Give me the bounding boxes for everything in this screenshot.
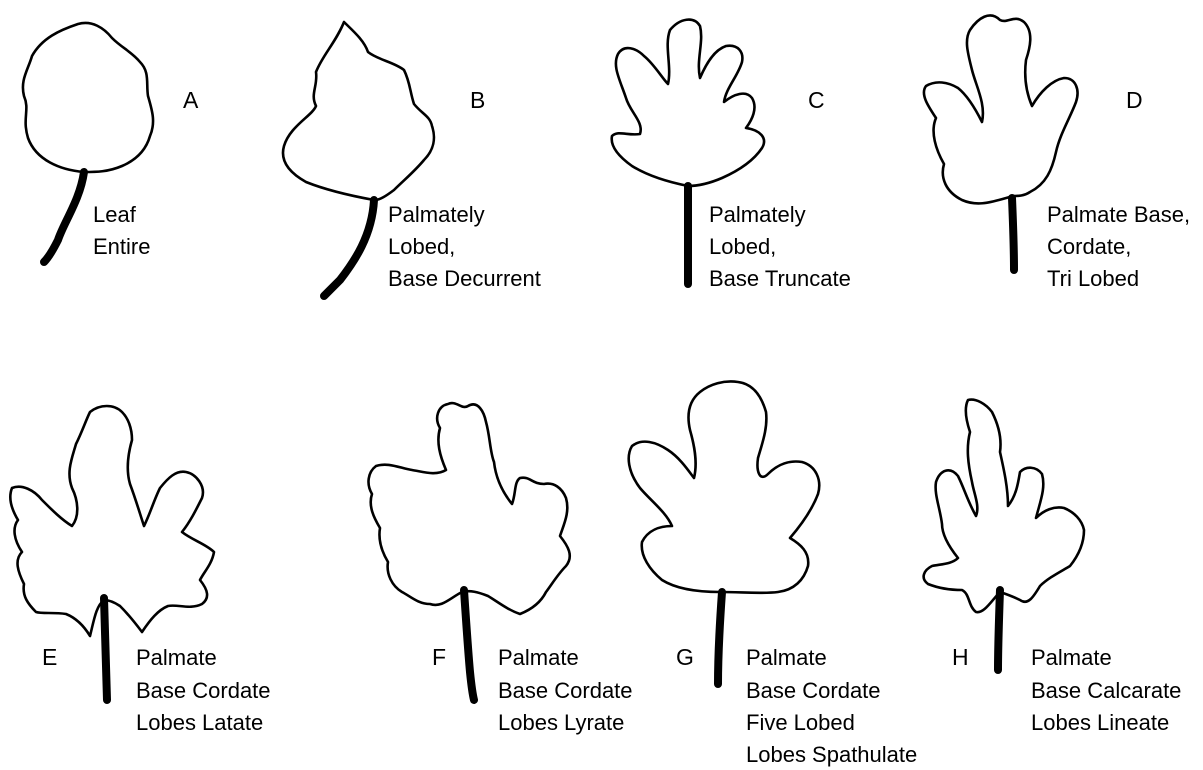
panel-a: A Leaf Entire bbox=[23, 23, 199, 262]
panel-caption-c: Palmately Lobed, Base Truncate bbox=[709, 202, 851, 291]
caption-line: Lobes Lyrate bbox=[498, 710, 624, 735]
panel-letter-e: E bbox=[42, 644, 57, 670]
caption-line: Palmately bbox=[388, 202, 485, 227]
leaf-outline-c bbox=[612, 20, 764, 186]
caption-line: Palmate bbox=[498, 645, 579, 670]
leaf-stem-e bbox=[104, 598, 107, 700]
caption-line: Base Cordate bbox=[498, 678, 633, 703]
panel-d: D Palmate Base, Cordate, Tri Lobed bbox=[924, 15, 1196, 291]
caption-line: Palmate bbox=[746, 645, 827, 670]
panel-letter-g: G bbox=[676, 644, 694, 670]
caption-line: Tri Lobed bbox=[1047, 266, 1139, 291]
panel-letter-c: C bbox=[808, 87, 825, 113]
panel-letter-h: H bbox=[952, 644, 969, 670]
caption-line: Base Truncate bbox=[709, 266, 851, 291]
caption-line: Palmate Base, bbox=[1047, 202, 1190, 227]
caption-line: Lobed, bbox=[388, 234, 455, 259]
leaf-outline-b bbox=[283, 22, 434, 200]
leaf-stem-b bbox=[324, 200, 374, 296]
caption-line: Base Cordate bbox=[136, 678, 271, 703]
caption-line: Entire bbox=[93, 234, 150, 259]
leaf-outline-e bbox=[10, 406, 214, 636]
panel-caption-d: Palmate Base, Cordate, Tri Lobed bbox=[1047, 202, 1196, 291]
panel-letter-f: F bbox=[432, 644, 446, 670]
caption-line: Lobes Lineate bbox=[1031, 710, 1169, 735]
leaf-outline-d bbox=[924, 15, 1078, 203]
panel-caption-g: Palmate Base Cordate Five Lobed Lobes Sp… bbox=[746, 645, 917, 767]
caption-line: Base Calcarate bbox=[1031, 678, 1181, 703]
leaf-stem-f bbox=[464, 590, 474, 700]
panel-caption-e: Palmate Base Cordate Lobes Latate bbox=[136, 645, 277, 735]
panel-letter-a: A bbox=[183, 87, 199, 113]
panel-letter-d: D bbox=[1126, 87, 1143, 113]
caption-line: Five Lobed bbox=[746, 710, 855, 735]
panel-caption-h: Palmate Base Calcarate Lobes Lineate bbox=[1031, 645, 1188, 735]
panel-b: B Palmately Lobed, Base Decurrent bbox=[283, 22, 541, 296]
panel-caption-a: Leaf Entire bbox=[93, 202, 150, 259]
panel-h: H Palmate Base Calcarate Lobes Lineate bbox=[924, 400, 1188, 735]
panel-caption-f: Palmate Base Cordate Lobes Lyrate bbox=[498, 645, 639, 735]
caption-line: Palmate bbox=[1031, 645, 1112, 670]
caption-line: Base Decurrent bbox=[388, 266, 541, 291]
panel-c: C Palmately Lobed, Base Truncate bbox=[612, 20, 851, 291]
panel-f: F Palmate Base Cordate Lobes Lyrate bbox=[369, 403, 639, 735]
panel-letter-b: B bbox=[470, 87, 485, 113]
leaf-outline-f bbox=[369, 403, 570, 614]
leaf-stem-g bbox=[718, 592, 722, 684]
leaf-outline-h bbox=[924, 400, 1084, 613]
caption-line: Lobed, bbox=[709, 234, 776, 259]
caption-line: Base Cordate bbox=[746, 678, 881, 703]
leaf-stem-h bbox=[998, 590, 1000, 670]
panel-e: E Palmate Base Cordate Lobes Latate bbox=[10, 406, 276, 735]
leaf-stem-d bbox=[1012, 198, 1014, 270]
caption-line: Lobes Spathulate bbox=[746, 742, 917, 767]
caption-line: Leaf bbox=[93, 202, 137, 227]
caption-line: Cordate, bbox=[1047, 234, 1131, 259]
leaf-outline-g bbox=[629, 381, 819, 592]
caption-line: Palmately bbox=[709, 202, 806, 227]
caption-line: Palmate bbox=[136, 645, 217, 670]
panel-caption-b: Palmately Lobed, Base Decurrent bbox=[388, 202, 541, 291]
leaf-stem-a bbox=[44, 172, 84, 262]
leaf-outline-a bbox=[23, 23, 153, 172]
caption-line: Lobes Latate bbox=[136, 710, 263, 735]
panel-g: G Palmate Base Cordate Five Lobed Lobes … bbox=[629, 381, 918, 767]
